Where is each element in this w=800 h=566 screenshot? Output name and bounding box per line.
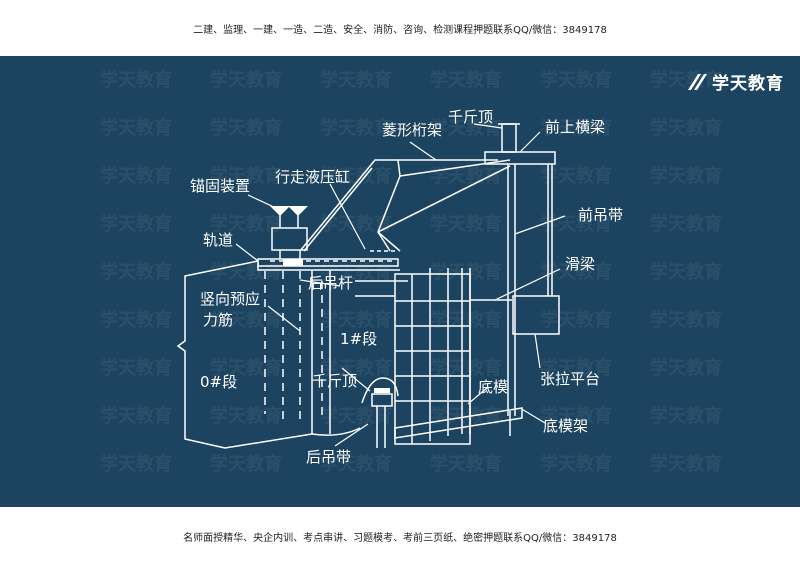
label-track: 轨道 <box>203 231 233 249</box>
watermark-text: 学天教育 <box>100 406 172 427</box>
watermark-text: 学天教育 <box>650 358 722 379</box>
label-prestress-1: 竖向预应 <box>200 290 260 308</box>
label-rhombic-truss: 菱形桁架 <box>382 121 442 139</box>
watermark-text: 学天教育 <box>320 358 392 379</box>
watermark-text: 学天教育 <box>100 454 172 475</box>
label-jack-top: 千斤顶 <box>448 108 493 126</box>
label-rear-hanger: 后吊带 <box>306 448 351 466</box>
brand-icon <box>688 73 707 90</box>
label-bottom-form-frame: 底模架 <box>543 417 588 435</box>
watermark-text: 学天教育 <box>100 166 172 187</box>
watermark-text: 学天教育 <box>320 310 392 331</box>
watermark-text: 学天教育 <box>540 310 612 331</box>
label-prestress-2: 力筋 <box>203 311 233 329</box>
watermark-text: 学天教育 <box>650 262 722 283</box>
watermark-text: 学天教育 <box>650 118 722 139</box>
watermark-text: 学天教育 <box>320 70 392 91</box>
watermark-text: 学天教育 <box>650 310 722 331</box>
label-segment-1: 1#段 <box>340 330 377 348</box>
slide: 学天教育学天教育学天教育学天教育学天教育学天教育学天教育学天教育学天教育学天教育… <box>0 56 800 507</box>
watermark-text: 学天教育 <box>430 118 502 139</box>
watermark-text: 学天教育 <box>540 358 612 379</box>
label-front-crossbeam: 前上横梁 <box>545 118 605 136</box>
watermark-text: 学天教育 <box>210 166 282 187</box>
watermark-text: 学天教育 <box>210 70 282 91</box>
brand-logo: 学天教育 <box>686 69 784 94</box>
label-anchor-device: 锚固装置 <box>190 177 250 195</box>
label-rear-hanger-rod: 后吊杆 <box>308 274 353 292</box>
watermark-text: 学天教育 <box>540 406 612 427</box>
watermark-text: 学天教育 <box>210 310 282 331</box>
watermark-text: 学天教育 <box>540 214 612 235</box>
watermark-text: 学天教育 <box>210 454 282 475</box>
watermark-text: 学天教育 <box>210 118 282 139</box>
watermark-text: 学天教育 <box>320 166 392 187</box>
watermark-text: 学天教育 <box>430 214 502 235</box>
label-front-hanger: 前吊带 <box>578 206 623 224</box>
watermark-text: 学天教育 <box>540 70 612 91</box>
watermark-text: 学天教育 <box>210 406 282 427</box>
label-travel-cylinder: 行走液压缸 <box>275 168 350 186</box>
label-jack-bottom: 千斤顶 <box>312 372 357 390</box>
top-banner: 二建、监理、一建、一造、二造、安全、消防、咨询、检测课程押题联系QQ/微信：38… <box>193 24 607 36</box>
watermark-text: 学天教育 <box>540 118 612 139</box>
watermark-text: 学天教育 <box>100 358 172 379</box>
bottom-banner: 名师面授精华、央企内训、考点串讲、习题模考、考前三页纸、绝密押题联系QQ/微信：… <box>183 533 617 544</box>
anchor-nuts <box>270 206 390 393</box>
watermark-text: 学天教育 <box>540 262 612 283</box>
watermark-text: 学天教育 <box>320 214 392 235</box>
label-slide-beam: 滑梁 <box>565 255 595 273</box>
watermark-text: 学天教育 <box>320 406 392 427</box>
structure-lines <box>176 123 560 449</box>
watermark-text: 学天教育 <box>100 310 172 331</box>
watermark-text: 学天教育 <box>430 454 502 475</box>
label-tension-platform: 张拉平台 <box>540 370 600 388</box>
label-bottom-form: 底模 <box>478 378 508 396</box>
watermark-text: 学天教育 <box>210 358 282 379</box>
watermark-text: 学天教育 <box>320 118 392 139</box>
watermark-text: 学天教育 <box>100 118 172 139</box>
watermark-text: 学天教育 <box>430 70 502 91</box>
watermark-text: 学天教育 <box>540 454 612 475</box>
watermark-text: 学天教育 <box>320 262 392 283</box>
watermark-text: 学天教育 <box>650 214 722 235</box>
watermark-text: 学天教育 <box>650 406 722 427</box>
watermark-text: 学天教育 <box>540 166 612 187</box>
watermark-text: 学天教育 <box>650 166 722 187</box>
watermark-text: 学天教育 <box>430 166 502 187</box>
watermark-text: 学天教育 <box>210 214 282 235</box>
watermark-text: 学天教育 <box>100 70 172 91</box>
brand-name: 学天教育 <box>712 74 784 94</box>
form-traveler-diagram: 菱形桁架 千斤顶 前上横梁 锚固装置 行走液压缸 前吊带 轨道 滑梁 后吊杆 竖… <box>176 108 623 466</box>
watermark-text: 学天教育 <box>320 454 392 475</box>
watermark-text: 学天教育 <box>100 214 172 235</box>
leader-lines <box>235 123 566 447</box>
watermark-text: 学天教育 <box>100 262 172 283</box>
label-segment-0: 0#段 <box>200 373 237 391</box>
watermark-text: 学天教育 <box>650 454 722 475</box>
